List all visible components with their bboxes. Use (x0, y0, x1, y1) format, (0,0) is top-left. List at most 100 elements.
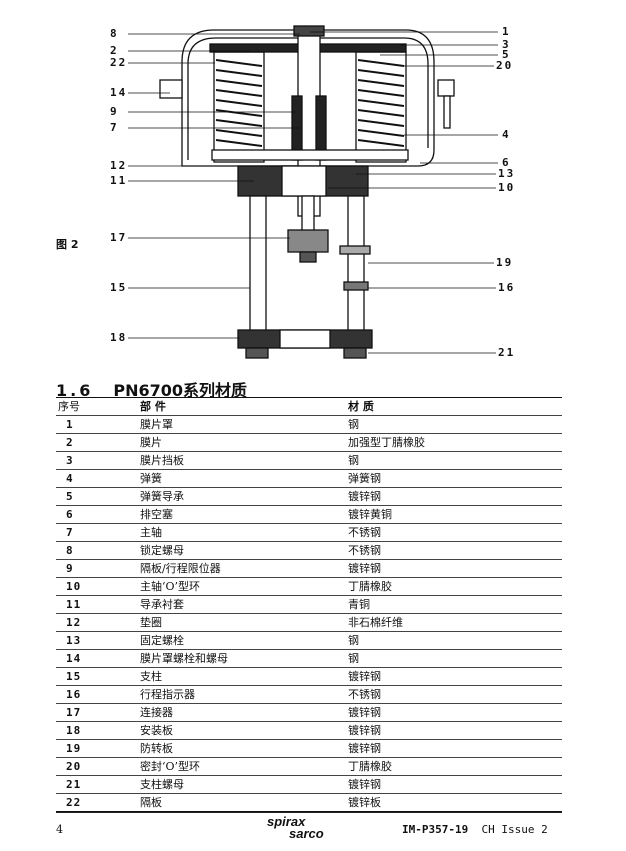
issue-text: CH Issue 2 (481, 823, 548, 836)
callout-6: 6 (502, 156, 511, 169)
row-part: 锁定螺母 (122, 541, 348, 560)
row-material: 非石棉纤维 (348, 613, 562, 632)
connector-shape (287, 229, 329, 253)
row-part: 防转板 (122, 739, 348, 758)
row-number: 15 (56, 667, 122, 686)
callout-16: 16 (498, 281, 516, 294)
row-material: 镀锌钢 (348, 559, 562, 578)
document-reference: IM-P357-19 CH Issue 2 (402, 823, 548, 836)
pillar-right-shape (347, 195, 365, 337)
callout-11: 11 (110, 174, 128, 187)
pillar-left-shape (249, 195, 267, 337)
row-material: 加强型丁腈橡胶 (348, 433, 562, 452)
row-part: 导承衬套 (122, 595, 348, 614)
row-number: 7 (56, 523, 122, 542)
callout-15: 15 (110, 281, 128, 294)
spring-right-shape (357, 59, 405, 147)
callout-4: 4 (502, 128, 511, 141)
callout-7: 7 (110, 121, 119, 134)
row-material: 不锈钢 (348, 685, 562, 704)
callout-19: 19 (496, 256, 514, 269)
logo-bottom-text: sarco (289, 826, 324, 841)
header-no: 序号 (56, 397, 122, 416)
row-material: 镀锌钢 (348, 739, 562, 758)
figure-label: 图 2 (56, 238, 79, 251)
row-number: 16 (56, 685, 122, 704)
callout-20: 20 (496, 59, 514, 72)
row-part: 膜片挡板 (122, 451, 348, 470)
callout-21: 21 (498, 346, 516, 359)
row-part: 排空塞 (122, 505, 348, 524)
row-part: 弹簧导承 (122, 487, 348, 506)
row-number: 3 (56, 451, 122, 470)
row-number: 21 (56, 775, 122, 794)
callout-1: 1 (502, 25, 511, 38)
row-number: 12 (56, 613, 122, 632)
callout-18: 18 (110, 331, 128, 344)
row-material: 镀锌钢 (348, 721, 562, 740)
actuator-drawing (128, 25, 498, 359)
footer-divider (56, 812, 562, 813)
row-material: 弹簧钢 (348, 469, 562, 488)
row-material: 丁腈橡胶 (348, 757, 562, 776)
row-material: 镀锌板 (348, 793, 562, 812)
row-number: 14 (56, 649, 122, 668)
row-number: 17 (56, 703, 122, 722)
callout-5: 5 (502, 48, 511, 61)
row-number: 22 (56, 793, 122, 812)
callout-2: 2 (110, 44, 119, 57)
callout-22: 22 (110, 56, 128, 69)
row-part: 垫圈 (122, 613, 348, 632)
row-material: 镀锌钢 (348, 703, 562, 722)
row-material: 镀锌钢 (348, 667, 562, 686)
row-number: 9 (56, 559, 122, 578)
row-part: 膜片罩螺栓和螺母 (122, 649, 348, 668)
row-number: 4 (56, 469, 122, 488)
row-material: 钢 (348, 631, 562, 650)
callout-10: 10 (498, 181, 516, 194)
row-part: 固定螺栓 (122, 631, 348, 650)
row-number: 10 (56, 577, 122, 596)
row-material: 镀锌黄铜 (348, 505, 562, 524)
row-material: 青铜 (348, 595, 562, 614)
header-material: 材 质 (348, 397, 562, 416)
row-number: 6 (56, 505, 122, 524)
logo-top-text: spirax (267, 814, 306, 829)
row-material: 镀锌钢 (348, 775, 562, 794)
row-part: 主轴 (122, 523, 348, 542)
header-part: 部 件 (122, 397, 348, 416)
callout-9: 9 (110, 105, 119, 118)
row-part: 主轴‘O’型环 (122, 577, 348, 596)
callout-14: 14 (110, 86, 128, 99)
row-part: 行程指示器 (122, 685, 348, 704)
row-material: 丁腈橡胶 (348, 577, 562, 596)
row-part: 隔板 (122, 793, 348, 812)
row-part: 膜片罩 (122, 415, 348, 434)
row-part: 连接器 (122, 703, 348, 722)
row-material: 不锈钢 (348, 523, 562, 542)
section-title: PN6700系列材质 (113, 381, 247, 400)
row-material: 钢 (348, 451, 562, 470)
row-part: 支柱螺母 (122, 775, 348, 794)
row-part: 支柱 (122, 667, 348, 686)
row-number: 2 (56, 433, 122, 452)
page-number: 4 (56, 823, 63, 836)
row-part: 膜片 (122, 433, 348, 452)
row-number: 19 (56, 739, 122, 758)
